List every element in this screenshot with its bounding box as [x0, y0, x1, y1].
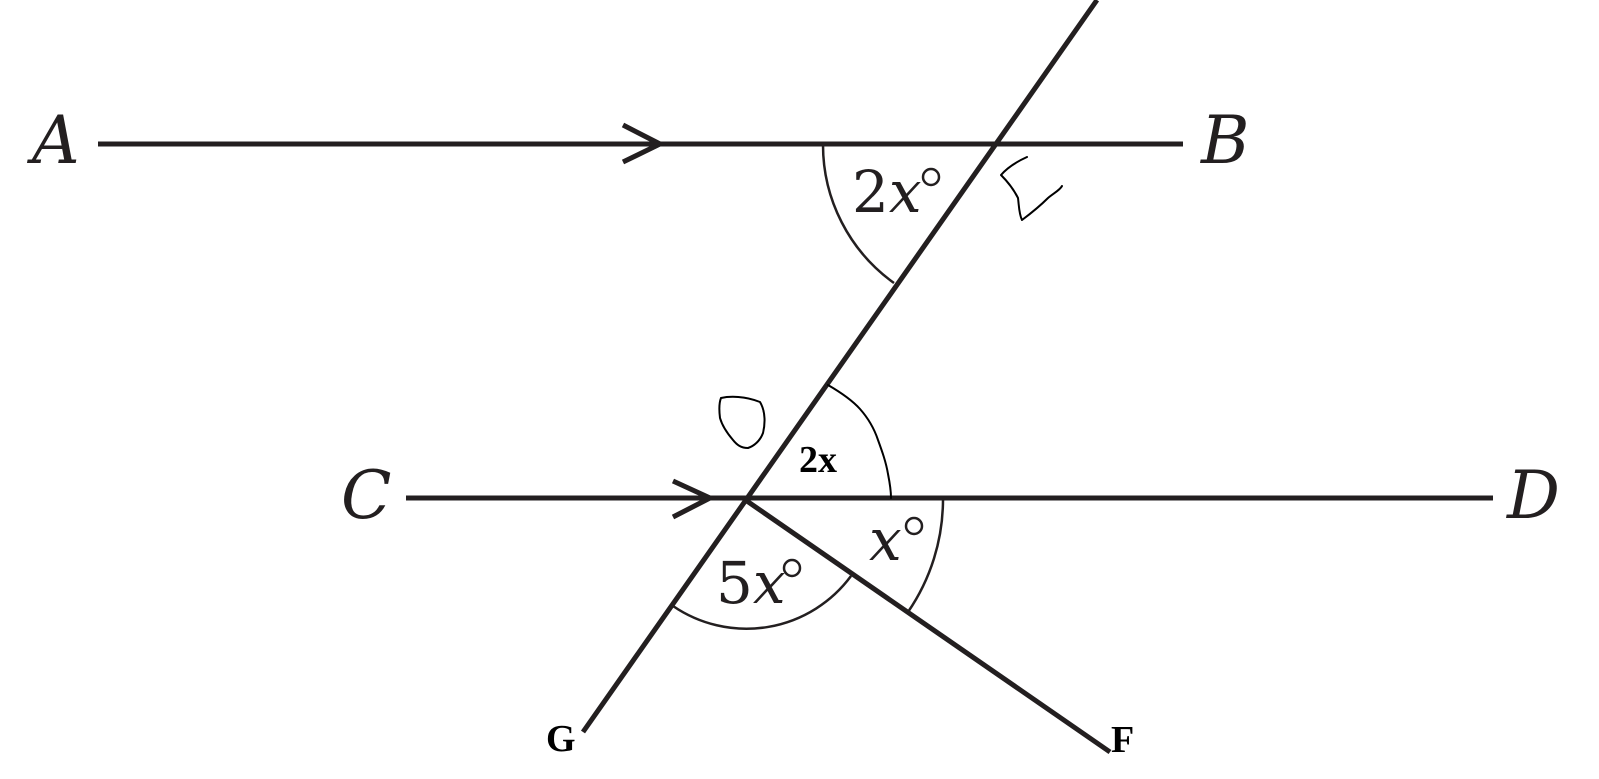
line-f [742, 496, 1112, 755]
point-label-g: G [546, 718, 576, 760]
parallel-arrow-cd [671, 478, 716, 520]
degree-symbol [782, 558, 802, 578]
angle-arc-handwritten [827, 384, 892, 499]
point-label-a: A [26, 102, 80, 179]
angle-label-2x-top: 2x [852, 158, 941, 226]
point-label-b: B [1200, 102, 1250, 179]
angle-label-x: x [869, 506, 924, 574]
angle-arc-top [821, 143, 895, 285]
degree-symbol [921, 167, 941, 187]
angle-label-2x-bold: 2x [799, 439, 837, 481]
svg-text:5x: 5x [716, 549, 786, 617]
angle-arc-x [906, 499, 945, 613]
angle-arc-5x [672, 575, 853, 630]
handwritten-e-mark [1000, 156, 1063, 221]
point-label-f: F [1111, 719, 1134, 761]
svg-text:x: x [869, 506, 902, 574]
svg-text:2x: 2x [852, 158, 922, 226]
degree-symbol [904, 516, 924, 536]
handwritten-d-mark [718, 395, 766, 449]
point-label-c: C [341, 457, 392, 534]
transversal-line-g [580, 0, 1100, 734]
point-label-d: D [1506, 457, 1560, 534]
angle-label-5x: 5x [716, 549, 802, 617]
parallel-arrow-ab [621, 122, 666, 165]
